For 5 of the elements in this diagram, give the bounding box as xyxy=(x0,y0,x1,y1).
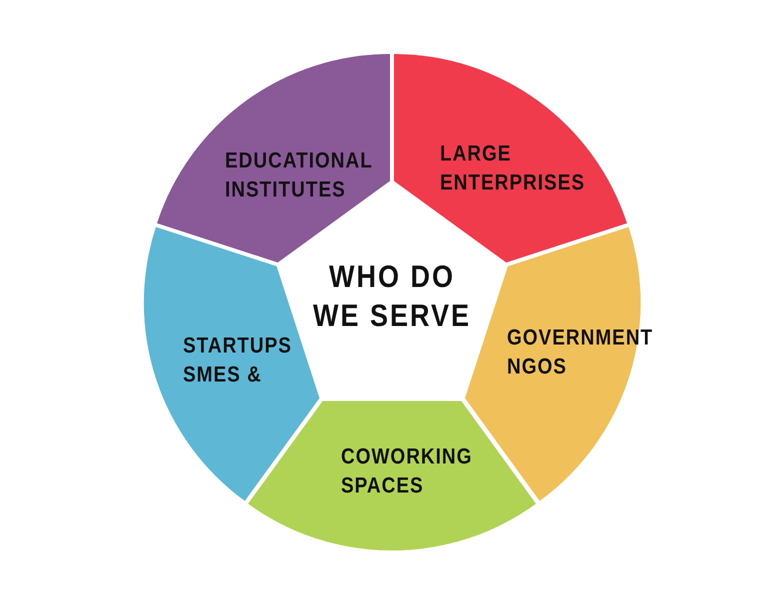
segment-label: COWORKING SPACES xyxy=(340,444,474,500)
segment-label: STARTUPS SMES & xyxy=(182,333,293,389)
segment-label: LARGE ENTERPRISES xyxy=(440,141,586,197)
segment-label: EDUCATIONAL INSTITUTES xyxy=(224,148,374,204)
center-heading: WHO DO WE SERVE xyxy=(312,258,472,334)
